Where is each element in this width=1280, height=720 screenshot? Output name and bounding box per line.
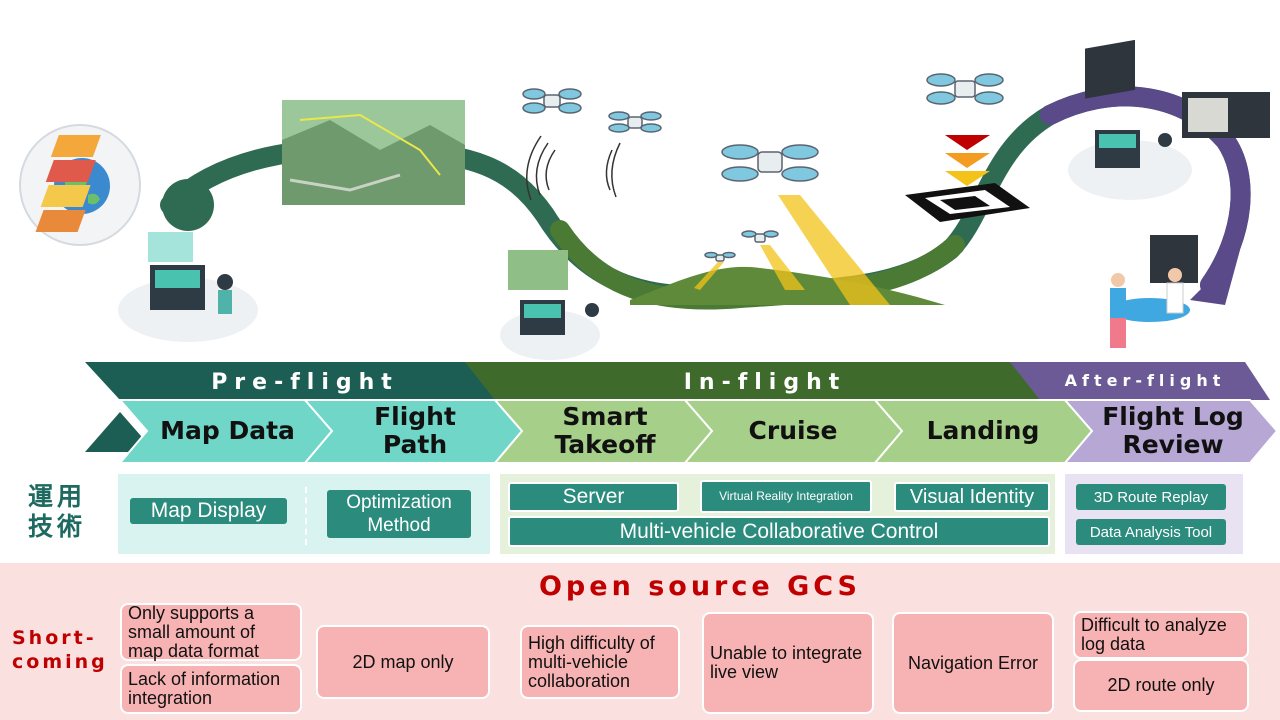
signal-waves-icon (526, 135, 621, 201)
operator-station-3-image (1068, 92, 1270, 200)
phase-in-flight: In-flight (683, 370, 847, 395)
globe-map-icon (19, 124, 141, 246)
operator-station-1-image (118, 232, 258, 342)
tech-divider (305, 487, 307, 545)
tech-multi-vehicle: Multi-vehicle Collaborative Control (508, 516, 1050, 547)
arrow-head-icon (1190, 250, 1240, 305)
shortcoming-navigation-error: Navigation Error (892, 612, 1054, 714)
terrain-map-image (282, 100, 465, 205)
shortcoming-2d-map: 2D map only (316, 625, 490, 699)
drone-icon (522, 73, 1004, 262)
step-cruise: Cruise (748, 416, 838, 445)
tech-title: 運用技術 (28, 482, 87, 541)
phase-after-flight: After-flight (1064, 371, 1226, 390)
tech-data-analysis-tool: Data Analysis Tool (1076, 519, 1226, 545)
step-map-data: Map Data (160, 416, 295, 445)
shortcoming-label: Short-coming (12, 627, 108, 673)
shortcoming-2d-route: 2D route only (1073, 659, 1249, 712)
step-landing: Landing (926, 416, 1040, 445)
review-team-image (1085, 39, 1198, 348)
tech-server: Server (508, 482, 679, 512)
step-smart-takeoff: Smart Takeoff (554, 402, 656, 459)
shortcoming-header: Open source GCS (538, 571, 861, 602)
shortcoming-log-analysis: Difficult to analyze log data (1073, 611, 1249, 659)
step-chevrons (120, 400, 1277, 463)
shortcoming-live-view: Unable to integrate live view (702, 612, 874, 714)
phase-pre-flight: Pre-flight (211, 370, 399, 395)
flight-illustration (19, 39, 1270, 360)
tech-3d-route-replay: 3D Route Replay (1076, 484, 1226, 510)
operator-station-2-image (500, 250, 600, 360)
tech-optimization-method: Optimization Method (327, 490, 471, 538)
landing-marker-icon (905, 183, 1030, 222)
step-flight-path: Flight Path (374, 402, 456, 459)
tech-vr-integration: Virtual Reality Integration (700, 480, 872, 513)
tech-map-display: Map Display (130, 498, 287, 524)
shortcoming-map-format: Only supports a small amount of map data… (120, 603, 302, 661)
shortcoming-info-integration: Lack of information integration (120, 664, 302, 714)
tech-visual-identity: Visual Identity (894, 482, 1050, 512)
landing-chevrons-icon (945, 135, 990, 186)
step-flight-log-review: Flight Log Review (1102, 402, 1244, 459)
shortcoming-multi-vehicle: High difficulty of multi-vehicle collabo… (520, 625, 680, 699)
